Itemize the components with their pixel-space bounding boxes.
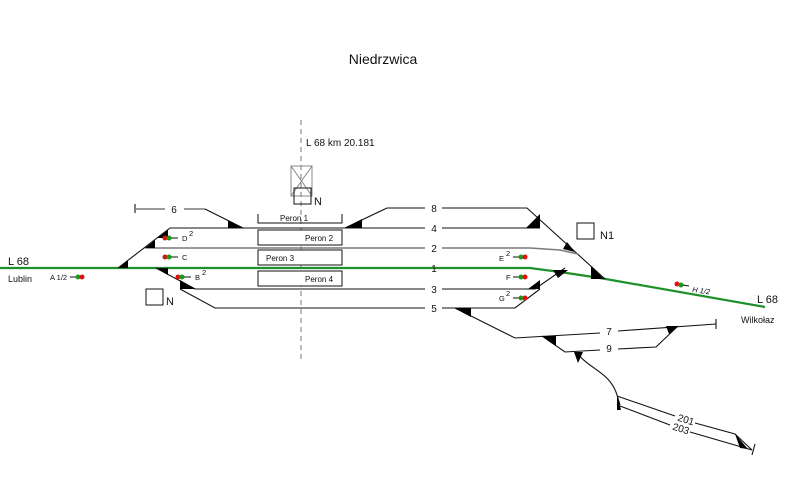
station-building-label: N bbox=[314, 196, 322, 208]
track-4: 4 bbox=[117, 224, 540, 269]
signal-b[interactable]: B 2 bbox=[175, 268, 207, 282]
switch-marker bbox=[345, 219, 362, 228]
platform-2-label: Peron 2 bbox=[305, 234, 334, 243]
signal-g[interactable]: G 2 bbox=[499, 289, 528, 303]
svg-text:H 1/2: H 1/2 bbox=[692, 285, 712, 297]
station-title: Niedrzwica bbox=[349, 51, 418, 67]
switch-marker bbox=[228, 220, 243, 228]
track-7-label: 7 bbox=[606, 327, 612, 338]
signal-lamp-green bbox=[166, 254, 172, 260]
signal-f[interactable]: F bbox=[506, 273, 528, 282]
building-left-label: N bbox=[166, 296, 174, 308]
svg-text:C: C bbox=[182, 253, 188, 262]
platform-4-label: Peron 4 bbox=[305, 275, 334, 284]
platform-1: Peron 1 bbox=[257, 214, 343, 224]
line-right-label: L 68 bbox=[757, 294, 778, 306]
switch-marker bbox=[591, 266, 604, 279]
track-201-label: 201 bbox=[676, 413, 696, 429]
signal-lamp-red bbox=[522, 274, 528, 280]
signal-lamp-green bbox=[518, 295, 524, 301]
svg-text:2: 2 bbox=[506, 249, 510, 258]
track-1-label: 1 bbox=[431, 264, 437, 275]
track-5: 5 bbox=[179, 288, 541, 315]
signal-lamp-green bbox=[166, 235, 172, 241]
track-9-label: 9 bbox=[606, 344, 612, 355]
switch-marker bbox=[617, 395, 621, 410]
station-building: N bbox=[290, 165, 322, 208]
signal-lamp-red bbox=[162, 254, 168, 260]
signal-lamp-green bbox=[179, 274, 185, 280]
track-5-label: 5 bbox=[431, 304, 437, 315]
svg-text:2: 2 bbox=[506, 289, 510, 298]
direction-right: Wilkołaz bbox=[741, 315, 775, 325]
track-6-label: 6 bbox=[171, 205, 177, 216]
signal-lamp-green bbox=[75, 274, 81, 280]
signal-lamp-red bbox=[522, 254, 528, 260]
svg-text:2: 2 bbox=[202, 268, 206, 277]
svg-text:F: F bbox=[506, 273, 511, 282]
platform-4: Peron 4 bbox=[257, 270, 343, 287]
building-left: N bbox=[145, 288, 174, 308]
svg-text:A 1/2: A 1/2 bbox=[50, 273, 67, 282]
track-203-label: 203 bbox=[671, 422, 691, 438]
direction-left: Lublin bbox=[8, 274, 32, 284]
signal-lamp-red bbox=[79, 274, 85, 280]
switch-marker bbox=[735, 434, 748, 449]
switch-marker bbox=[542, 336, 556, 346]
platform-2: Peron 2 bbox=[257, 229, 343, 246]
switch-marker bbox=[526, 214, 540, 228]
signal-lamp-red bbox=[162, 235, 168, 241]
track-6: 6 bbox=[134, 204, 244, 229]
switch-marker bbox=[145, 240, 155, 248]
svg-text:E: E bbox=[499, 254, 504, 263]
svg-text:G: G bbox=[499, 294, 505, 303]
switch-marker bbox=[574, 352, 583, 363]
track-1-main-line bbox=[0, 266, 766, 309]
switch-marker bbox=[666, 326, 678, 334]
signal-lamp-green bbox=[518, 274, 524, 280]
switch-markers bbox=[118, 214, 748, 449]
switch-marker bbox=[180, 280, 196, 289]
track-4-label: 4 bbox=[431, 224, 437, 235]
signal-lamp-red bbox=[674, 281, 680, 287]
platform-3-label: Peron 3 bbox=[266, 254, 295, 263]
building-right-label: N1 bbox=[600, 230, 614, 242]
switch-marker bbox=[563, 242, 575, 252]
switch-marker bbox=[454, 308, 471, 317]
platform-1-label: Peron 1 bbox=[280, 214, 309, 223]
signal-c[interactable]: C bbox=[162, 253, 189, 262]
signal-h[interactable]: H 1/2 bbox=[674, 281, 712, 297]
svg-text:B: B bbox=[195, 273, 200, 282]
track-3-label: 3 bbox=[431, 285, 437, 296]
signal-e[interactable]: E 2 bbox=[499, 249, 528, 263]
signal-lamp-green bbox=[518, 254, 524, 260]
track-8-label: 8 bbox=[431, 204, 437, 215]
track-2-label: 2 bbox=[431, 244, 437, 255]
track-201-203: 201 203 bbox=[575, 351, 756, 456]
svg-text:2: 2 bbox=[189, 229, 193, 238]
signal-lamp-green bbox=[678, 282, 684, 288]
track-2: 2 bbox=[145, 244, 579, 255]
platform-3: Peron 3 bbox=[257, 249, 343, 266]
switch-marker bbox=[118, 260, 128, 268]
switch-marker bbox=[528, 280, 540, 289]
track-3: 3 bbox=[155, 267, 566, 296]
signal-d[interactable]: D 2 bbox=[162, 229, 194, 243]
switch-marker bbox=[156, 268, 168, 275]
line-left-label: L 68 bbox=[8, 256, 29, 268]
signal-a[interactable]: A 1/2 bbox=[50, 273, 85, 282]
svg-text:D: D bbox=[182, 234, 188, 243]
signal-lamp-red bbox=[522, 295, 528, 301]
track-7: 7 bbox=[454, 307, 717, 339]
switch-marker bbox=[553, 270, 568, 278]
km-label: L 68 km 20.181 bbox=[306, 138, 375, 149]
building-right: N1 bbox=[576, 222, 614, 242]
signal-lamp-red bbox=[175, 274, 181, 280]
